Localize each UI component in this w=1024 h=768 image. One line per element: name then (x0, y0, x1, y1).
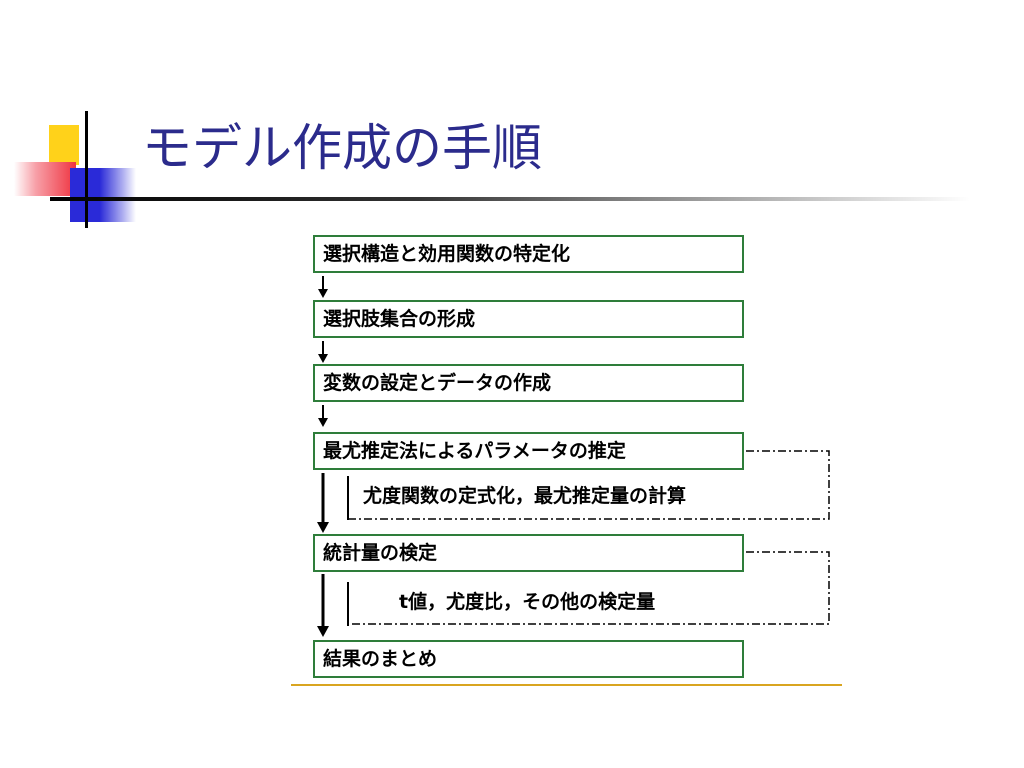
flow-step-label: 結果のまとめ (323, 648, 438, 670)
flow-step-2: 選択肢集合の形成 (313, 300, 744, 338)
flow-detail-label: 尤度関数の定式化，最尤推定量の計算 (363, 485, 687, 507)
title-underline (50, 197, 970, 201)
decoration-red-bar (14, 162, 76, 196)
bottom-rule (291, 684, 842, 686)
flow-step-label: 統計量の検定 (323, 542, 438, 564)
arrowhead-step5-to-step6 (317, 626, 329, 637)
arrowhead-step3-to-step4 (318, 418, 328, 427)
arrowhead-step4-to-step5 (317, 522, 329, 533)
decoration-yellow-square (49, 125, 79, 165)
flow-step-3: 変数の設定とデータの作成 (313, 364, 744, 402)
flow-step-label: 最尤推定法によるパラメータの推定 (323, 440, 626, 462)
flow-step-label: 変数の設定とデータの作成 (323, 372, 552, 394)
arrowhead-step1-to-step2 (318, 289, 328, 298)
flow-step-label: 選択構造と効用関数の特定化 (323, 243, 571, 265)
bracket-step5-detail (347, 551, 830, 625)
flow-detail-label: t値，尤度比，その他の検定量 (399, 591, 656, 613)
flow-step-1: 選択構造と効用関数の特定化 (313, 235, 744, 273)
slide-title: モデル作成の手順 (142, 119, 542, 177)
flow-step-label: 選択肢集合の形成 (323, 308, 476, 330)
flow-step-6: 結果のまとめ (313, 640, 744, 678)
flow-detail-2: t値，尤度比，その他の検定量 (347, 582, 829, 626)
flow-step-5: 統計量の検定 (313, 534, 744, 572)
flow-detail-1: 尤度関数の定式化，最尤推定量の計算 (347, 476, 829, 520)
decoration-vertical-line (85, 111, 88, 228)
flow-step-4: 最尤推定法によるパラメータの推定 (313, 432, 744, 470)
arrowhead-step2-to-step3 (318, 354, 328, 363)
bracket-step4-detail (347, 450, 830, 520)
decoration-blue-square (70, 168, 136, 222)
